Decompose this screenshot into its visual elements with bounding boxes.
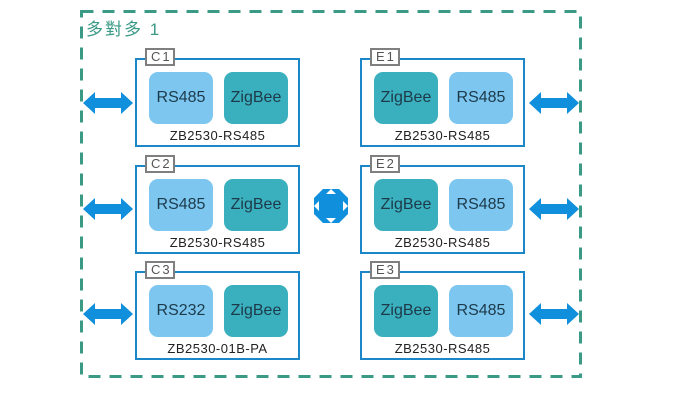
module-rs: RS485: [449, 179, 513, 231]
double-arrow-icon: [529, 303, 579, 325]
double-arrow-icon: [83, 303, 133, 325]
device-c2: C2 RS485 ZigBee ZB2530-RS485: [135, 155, 300, 254]
module-rs: RS485: [449, 285, 513, 337]
device-tag: E3: [370, 261, 400, 279]
four-way-arrow-icon: [314, 189, 348, 223]
device-model: ZB2530-01B-PA: [167, 341, 268, 356]
device-c3: C3 RS232 ZigBee ZB2530-01B-PA: [135, 261, 300, 360]
device-e3: E3 ZigBee RS485 ZB2530-RS485: [360, 261, 525, 360]
device-model: ZB2530-RS485: [394, 341, 491, 356]
module-zigbee: ZigBee: [224, 72, 288, 124]
module-rs: RS485: [149, 72, 213, 124]
device-e2: E2 ZigBee RS485 ZB2530-RS485: [360, 155, 525, 254]
module-rs: RS232: [149, 285, 213, 337]
device-model: ZB2530-RS485: [169, 128, 266, 143]
double-arrow-icon: [529, 198, 579, 220]
device-tag: E1: [370, 48, 400, 66]
module-rs: RS485: [149, 179, 213, 231]
device-tag: C2: [145, 155, 175, 173]
device-tag: C1: [145, 48, 175, 66]
device-tag: E2: [370, 155, 400, 173]
device-model: ZB2530-RS485: [394, 128, 491, 143]
double-arrow-icon: [83, 198, 133, 220]
device-tag: C3: [145, 261, 175, 279]
module-rs: RS485: [449, 72, 513, 124]
group-frame: [80, 10, 582, 378]
module-zigbee: ZigBee: [374, 179, 438, 231]
group-title: 多對多 1: [86, 20, 162, 39]
module-zigbee: ZigBee: [374, 285, 438, 337]
device-model: ZB2530-RS485: [394, 235, 491, 250]
dashed-border: [80, 10, 582, 378]
module-zigbee: ZigBee: [374, 72, 438, 124]
double-arrow-icon: [83, 92, 133, 114]
module-zigbee: ZigBee: [224, 285, 288, 337]
double-arrow-icon: [529, 92, 579, 114]
module-zigbee: ZigBee: [224, 179, 288, 231]
device-model: ZB2530-RS485: [169, 235, 266, 250]
device-e1: E1 ZigBee RS485 ZB2530-RS485: [360, 48, 525, 147]
device-c1: C1 RS485 ZigBee ZB2530-RS485: [135, 48, 300, 147]
